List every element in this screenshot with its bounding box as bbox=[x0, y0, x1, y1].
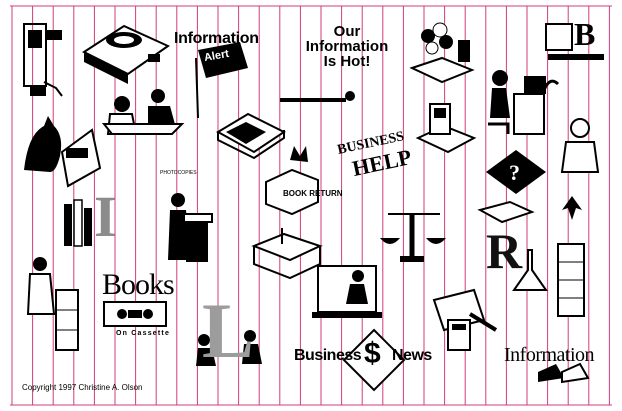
match-clipart bbox=[280, 91, 355, 102]
meeting-clipart bbox=[101, 89, 185, 135]
question-sign-clipart: ? bbox=[486, 150, 546, 194]
flag-clipart bbox=[195, 42, 248, 119]
logo-letter: B bbox=[574, 16, 596, 52]
information-alert-title: Information bbox=[174, 30, 259, 47]
on-cassette-label: On Cassette bbox=[116, 330, 171, 337]
svg-text:?: ? bbox=[509, 160, 520, 185]
letter-R: R bbox=[486, 223, 523, 279]
projector-clipart bbox=[81, 24, 171, 84]
cassette-clipart bbox=[103, 301, 167, 327]
business-news-left: Business bbox=[294, 347, 362, 364]
book-return-clipart bbox=[265, 146, 319, 216]
photocopier-clipart bbox=[168, 193, 213, 262]
business-news-diamond bbox=[342, 328, 406, 392]
business-news-right: News bbox=[392, 347, 432, 364]
book-return-label: BOOK RETURN bbox=[283, 189, 343, 198]
books-title: Books bbox=[102, 268, 175, 301]
flask-clipart bbox=[512, 249, 548, 291]
photocopies-label: PHOTOCOPIES bbox=[160, 170, 197, 176]
kids-reading-clipart bbox=[196, 330, 262, 366]
money-clipart bbox=[477, 200, 535, 224]
reader-clipart bbox=[312, 265, 382, 318]
plant-clipart bbox=[409, 22, 475, 84]
computer-logo-clipart bbox=[545, 23, 604, 60]
office-papers-clipart bbox=[415, 103, 477, 154]
letter-L: L bbox=[202, 287, 255, 374]
calculator-clipart bbox=[432, 288, 498, 351]
scale-clipart bbox=[380, 213, 446, 262]
our-information-hot-title: Our Information Is Hot! bbox=[305, 23, 389, 70]
sneakers-clipart bbox=[538, 362, 590, 384]
letter-I: I bbox=[94, 184, 117, 249]
book-spines-clipart bbox=[64, 199, 92, 247]
medical-clipart bbox=[251, 228, 323, 280]
information-label: Information bbox=[504, 344, 595, 366]
nurse-clipart bbox=[560, 118, 600, 173]
book-cart-clipart bbox=[26, 257, 79, 351]
book-stack-clipart bbox=[216, 112, 286, 160]
office-supplies-clipart bbox=[23, 23, 63, 97]
computer-user-clipart bbox=[488, 70, 560, 135]
file-cabinet-clipart bbox=[557, 196, 585, 317]
cat-computer-clipart bbox=[24, 116, 102, 188]
copyright-text: Copyright 1997 Christine A. Olson bbox=[22, 383, 143, 392]
dollar-sign: $ bbox=[364, 337, 381, 370]
